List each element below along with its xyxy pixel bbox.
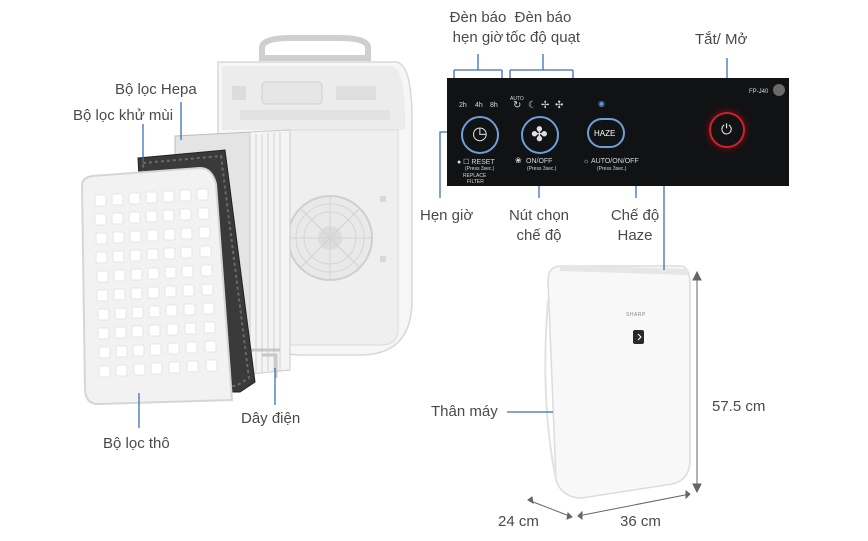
reset-label: ● ☐ RESET (457, 159, 495, 166)
auto-onoff-label: ☼ AUTO/ON/OFF (583, 158, 639, 165)
power-on-off-label: Tắt/ Mở (695, 31, 748, 48)
reset-sub: (Press 3sec.) (465, 166, 495, 172)
auto-onoff-text: AUTO/ON/OFF (590, 158, 639, 165)
timer-4h-indicator: 4h (475, 102, 483, 109)
depth-dimension-label: 24 cm (498, 513, 539, 530)
haze-indicator-icon: ◉ (598, 99, 605, 108)
model-label: FP-J40 (749, 89, 769, 95)
width-dimension-label: 36 cm (620, 513, 661, 530)
clock-icon: ◷ (472, 123, 488, 143)
mode-select-line1: Nút chọn (508, 207, 570, 224)
timer-bracket (453, 54, 503, 96)
fan-speed-bracket (509, 54, 574, 96)
power-icon: ⏻ (721, 121, 733, 137)
timer-button[interactable]: ◷ (461, 116, 499, 154)
medium-fan-icon: ✢ (541, 100, 550, 111)
coarse-filter (80, 166, 234, 406)
timer-indicator-line2: hẹn giờ (452, 29, 504, 46)
mode-select-line2: chế độ (516, 227, 562, 244)
power-cord-label: Dây điện (241, 410, 301, 427)
mode-select-label: Nút chọn chế độ (494, 206, 584, 246)
haze-button-label: HAZE (594, 129, 616, 138)
replace-label: REPLACE (463, 173, 487, 179)
body-label: Thân máy (431, 403, 498, 420)
fan-speed-indicator-label: Đèn báo tốc độ quạt (493, 8, 593, 48)
quiet-moon-icon: ☾ (528, 100, 537, 111)
reset-text: RESET (471, 159, 495, 166)
purifier-body (544, 265, 691, 499)
control-panel: 2h 4h 8h AUTO ↻ ☾ ✢ ✣ ◉ ◷ ✤ HAZE ● ☐ RES… (447, 78, 789, 186)
onoff-fan-icon: ❀ (515, 156, 522, 165)
coarse-filter-label: Bộ lọc thô (103, 435, 170, 452)
hepa-filter-label: Bộ lọc Hepa (115, 81, 197, 98)
height-dimension-label: 57.5 cm (712, 398, 766, 415)
power-cord-graphic (250, 348, 280, 378)
width-dimension-line (577, 493, 691, 517)
timer-indicator-line1: Đèn báo (449, 9, 507, 26)
power-button[interactable]: ⏻ (709, 112, 745, 148)
fan-icon: ✤ (531, 124, 548, 146)
fan-speed-indicator-line1: Đèn báo (514, 9, 572, 26)
onoff-sub: (Press 3sec.) (527, 166, 557, 172)
depth-dimension-line (527, 499, 573, 518)
haze-mode-line1: Chế độ (610, 207, 660, 224)
auto-onoff-sub: (Press 3sec.) (597, 166, 627, 172)
timer-8h-indicator: 8h (490, 102, 498, 109)
timer-2h-indicator: 2h (459, 102, 467, 109)
haze-button[interactable]: HAZE (587, 118, 625, 148)
fan-mode-button[interactable]: ✤ (521, 116, 559, 154)
fan-speed-indicator-line2: tốc độ quạt (505, 29, 581, 46)
haze-mode-line2: Haze (617, 227, 653, 244)
haze-mode-label: Chế độ Haze (590, 206, 680, 246)
onoff-label: ON/OFF (526, 158, 553, 165)
brand-logo: SHARP (626, 312, 646, 318)
timer-indicator-label: Đèn báo hẹn giờ (428, 8, 528, 48)
filter-label: FILTER (467, 179, 484, 185)
deodorizing-filter-label: Bộ lọc khử mùi (73, 107, 174, 124)
timer-button-label: Hẹn giờ (420, 207, 474, 224)
high-fan-icon: ✣ (555, 100, 564, 111)
auto-indicator-label: AUTO (510, 96, 524, 102)
auto-fan-icon: ↻ (513, 100, 522, 111)
light-sensor (773, 84, 785, 96)
